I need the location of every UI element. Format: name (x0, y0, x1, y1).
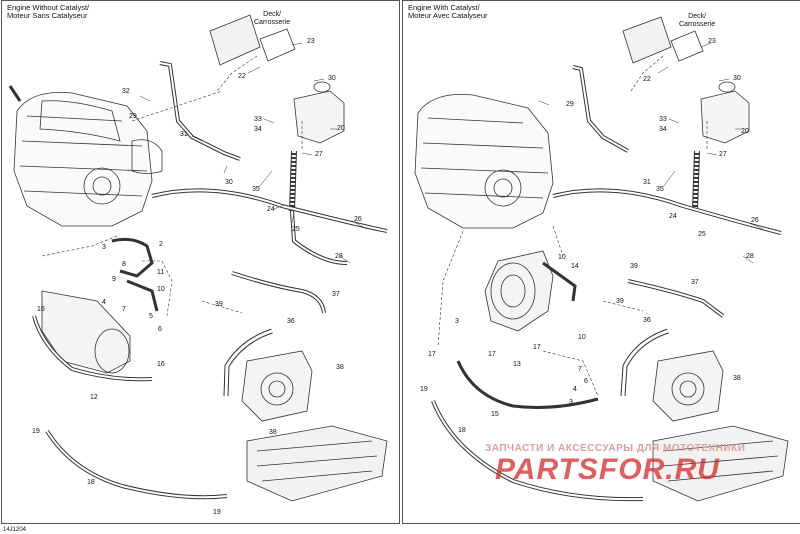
callout-38b: 38 (269, 429, 277, 436)
right-exploded-diagram (414, 16, 789, 502)
r-callout-17b: 17 (488, 351, 496, 358)
r-callout-28: 28 (746, 253, 754, 260)
r-callout-3: 3 (455, 318, 459, 325)
r-callout-18: 18 (458, 427, 466, 434)
r-callout-23: 23 (708, 38, 716, 45)
callout-37: 37 (332, 291, 340, 298)
callout-6: 6 (158, 326, 162, 333)
callout-27: 27 (315, 151, 323, 158)
callout-8: 8 (122, 261, 126, 268)
callout-34: 34 (254, 126, 262, 133)
r-callout-20: 20 (741, 128, 749, 135)
r-callout-30: 30 (733, 75, 741, 82)
right-panel-title: Engine With Catalyst/ Moteur Avec Cataly… (408, 3, 488, 20)
r-callout-4: 4 (573, 386, 577, 393)
r-callout-39b: 39 (616, 298, 624, 305)
callout-28: 28 (335, 253, 343, 260)
callout-30: 30 (225, 179, 233, 186)
r-callout-34: 34 (659, 126, 667, 133)
callout-10: 10 (157, 286, 165, 293)
callout-35: 35 (252, 186, 260, 193)
r-callout-25: 25 (698, 231, 706, 238)
r-callout-17c: 17 (533, 344, 541, 351)
callout-11: 11 (157, 269, 165, 276)
callout-38: 38 (336, 364, 344, 371)
callout-25: 25 (292, 226, 300, 233)
r-callout-19: 19 (420, 386, 428, 393)
callout-26: 26 (354, 216, 362, 223)
r-callout-33: 33 (659, 116, 667, 123)
callout-22: 22 (238, 73, 246, 80)
r-callout-14: 14 (571, 263, 579, 270)
watermark-tagline: ЗАПЧАСТИ И АКСЕССУАРЫ ДЛЯ МОТОТЕХНИКИ (485, 443, 746, 454)
r-callout-6: 6 (584, 378, 588, 385)
r-callout-38: 38 (733, 375, 741, 382)
callout-7: 7 (122, 306, 126, 313)
r-callout-3b: 3 (569, 399, 573, 406)
callout-12: 12 (90, 394, 98, 401)
callout-31: 31 (180, 131, 188, 138)
left-deck-label: Deck/ Carrosserie (254, 11, 291, 26)
callout-29: 29 (129, 113, 137, 120)
r-callout-36: 36 (643, 317, 651, 324)
callout-24: 24 (267, 206, 275, 213)
r-callout-10: 10 (558, 254, 566, 261)
r-callout-39: 39 (630, 263, 638, 270)
left-exploded-diagram (8, 14, 388, 502)
watermark-logo: PARTSFOR.RU (495, 453, 720, 486)
callout-20: 20 (337, 125, 345, 132)
callout-23: 23 (307, 38, 315, 45)
callout-30b: 30 (328, 75, 336, 82)
callout-16b: 16 (157, 361, 165, 368)
r-callout-13: 13 (513, 361, 521, 368)
callout-16: 16 (37, 306, 45, 313)
callout-33: 33 (254, 116, 262, 123)
r-callout-15: 15 (491, 411, 499, 418)
r-callout-24: 24 (669, 213, 677, 220)
left-panel-title: Engine Without Catalyst/ Moteur Sans Cat… (7, 3, 90, 20)
callout-39: 39 (215, 301, 223, 308)
callout-3: 3 (102, 244, 106, 251)
callout-18: 18 (87, 479, 95, 486)
document-id: 14J1204 (3, 527, 27, 533)
callout-32: 32 (122, 88, 130, 95)
callout-36: 36 (287, 318, 295, 325)
r-callout-35: 35 (656, 186, 664, 193)
r-callout-17: 17 (428, 351, 436, 358)
callout-2: 2 (159, 241, 163, 248)
r-callout-37: 37 (691, 279, 699, 286)
right-panel-engine-with-catalyst: Engine With Catalyst/ Moteur Avec Cataly… (402, 0, 800, 524)
left-panel-engine-without-catalyst: Engine Without Catalyst/ Moteur Sans Cat… (1, 0, 400, 524)
callout-5: 5 (149, 313, 153, 320)
r-callout-26: 26 (751, 217, 759, 224)
r-callout-29: 29 (566, 101, 574, 108)
callout-4: 4 (102, 299, 106, 306)
callout-19: 19 (32, 428, 40, 435)
r-callout-31: 31 (643, 179, 651, 186)
callout-9: 9 (112, 276, 116, 283)
r-callout-7: 7 (578, 366, 582, 373)
right-deck-label: Deck/ Carrosserie (679, 13, 716, 28)
callout-19b: 19 (213, 509, 221, 516)
r-callout-27: 27 (719, 151, 727, 158)
r-callout-22: 22 (643, 76, 651, 83)
r-callout-10b: 10 (578, 334, 586, 341)
